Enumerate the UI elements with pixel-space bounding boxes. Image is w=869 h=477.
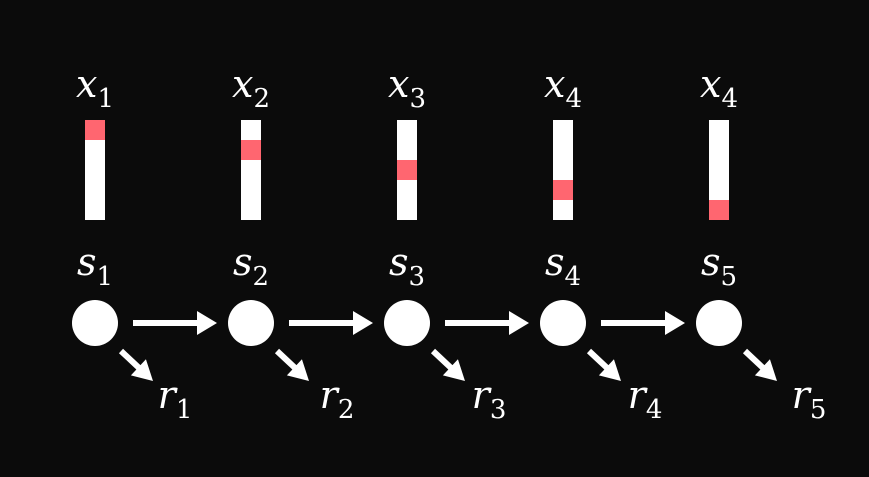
reward-arrow-2 — [274, 348, 309, 381]
observation-label-3-var: x — [388, 62, 409, 106]
vector-body — [85, 120, 105, 220]
transition-arrow-4 — [601, 311, 685, 335]
reward-label-1-sub: 1 — [176, 395, 193, 425]
reward-arrow-4 — [586, 348, 621, 381]
state-label-1: s1 — [77, 240, 113, 292]
observation-label-5: x4 — [700, 62, 738, 114]
observation-label-5-var: x — [700, 62, 721, 106]
state-label-5-sub: 5 — [720, 262, 737, 292]
state-label-2-sub: 2 — [252, 262, 269, 292]
vector-active-cell — [709, 200, 729, 220]
reward-arrow-1 — [118, 348, 153, 381]
transition-arrow-3 — [445, 311, 529, 335]
arrow-head — [353, 311, 373, 335]
observation-label-1-var: x — [76, 62, 97, 106]
state-node-4 — [540, 300, 586, 346]
reward-label-4-sub: 4 — [646, 395, 663, 425]
arrow-head — [509, 311, 529, 335]
observation-label-4: x4 — [544, 62, 582, 114]
reward-label-4: r4 — [628, 373, 663, 425]
state-label-4-var: s — [545, 240, 565, 284]
observation-label-4-var: x — [544, 62, 565, 106]
observation-label-1-sub: 1 — [97, 84, 114, 114]
transition-arrow-1 — [133, 311, 217, 335]
observation-label-2-sub: 2 — [253, 84, 270, 114]
vector-active-cell — [85, 120, 105, 140]
observation-label-4-sub: 4 — [565, 84, 582, 114]
arrow-head — [286, 359, 309, 381]
state-label-2: s2 — [233, 240, 269, 292]
reward-label-1: r1 — [158, 373, 193, 425]
state-label-5: s5 — [701, 240, 737, 292]
reward-arrow-5 — [742, 348, 777, 381]
arrow-head — [598, 359, 621, 381]
observation-vector-1 — [85, 120, 105, 220]
observation-label-1: x1 — [76, 62, 114, 114]
reward-label-5: r5 — [792, 373, 827, 425]
state-label-4-sub: 4 — [564, 262, 581, 292]
vector-active-cell — [553, 180, 573, 200]
state-label-1-var: s — [77, 240, 97, 284]
transition-arrow-2 — [289, 311, 373, 335]
observation-vectors — [85, 120, 729, 220]
observation-label-3: x3 — [388, 62, 426, 114]
observation-label-3-sub: 3 — [409, 84, 426, 114]
reward-label-4-var: r — [628, 373, 649, 417]
reward-arrow-3 — [430, 348, 465, 381]
observation-vector-2 — [241, 120, 261, 220]
observation-label-2-var: x — [232, 62, 253, 106]
vector-body — [553, 120, 573, 220]
reward-label-5-var: r — [792, 373, 813, 417]
reward-label-2-sub: 2 — [338, 395, 355, 425]
reward-arrows — [118, 348, 777, 381]
vector-body — [241, 120, 261, 220]
reward-label-3: r3 — [472, 373, 507, 425]
vector-active-cell — [397, 160, 417, 180]
vector-body — [709, 120, 729, 220]
reward-label-3-sub: 3 — [490, 395, 507, 425]
observation-label-5-sub: 4 — [721, 84, 738, 114]
state-label-3-sub: 3 — [408, 262, 425, 292]
state-node-3 — [384, 300, 430, 346]
state-node-2 — [228, 300, 274, 346]
state-label-3-var: s — [389, 240, 409, 284]
reward-label-2: r2 — [320, 373, 355, 425]
reward-label-2-var: r — [320, 373, 341, 417]
state-label-2-var: s — [233, 240, 253, 284]
state-label-5-var: s — [701, 240, 721, 284]
arrow-head — [442, 359, 465, 381]
state-label-4: s4 — [545, 240, 581, 292]
arrow-head — [665, 311, 685, 335]
state-label-1-sub: 1 — [96, 262, 113, 292]
observation-vector-3 — [397, 120, 417, 220]
observation-label-2: x2 — [232, 62, 270, 114]
reward-label-3-var: r — [472, 373, 493, 417]
arrow-head — [197, 311, 217, 335]
observation-vector-4 — [553, 120, 573, 220]
transition-arrows — [133, 311, 685, 335]
state-node-1 — [72, 300, 118, 346]
vector-active-cell — [241, 140, 261, 160]
reward-label-1-var: r — [158, 373, 179, 417]
state-label-3: s3 — [389, 240, 425, 292]
state-nodes — [72, 300, 742, 346]
observation-vector-5 — [709, 120, 729, 220]
arrow-head — [754, 359, 777, 381]
state-node-5 — [696, 300, 742, 346]
arrow-head — [130, 359, 153, 381]
reward-label-5-sub: 5 — [810, 395, 827, 425]
